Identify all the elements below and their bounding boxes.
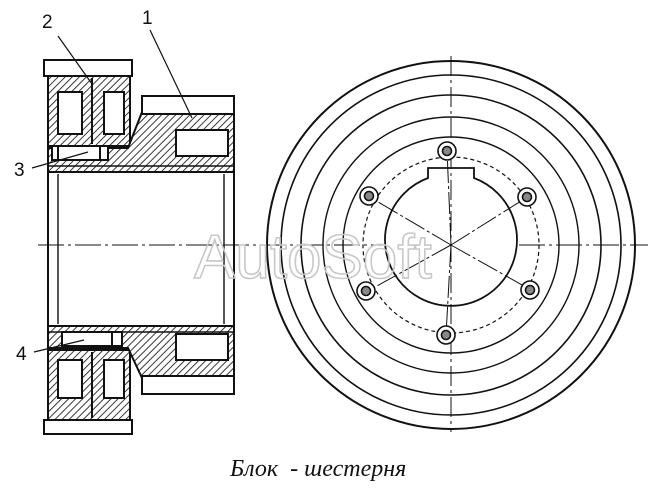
bolt-holes <box>356 141 540 345</box>
callout-label-1: 1 <box>142 8 153 29</box>
bolt-upper-left <box>359 186 379 206</box>
watermark: AutoSoft <box>194 223 432 292</box>
small-gear-bottom <box>43 349 133 435</box>
bolt-lower-right <box>520 280 540 300</box>
leader-lines <box>31 29 193 353</box>
small-gear-top <box>43 59 133 147</box>
callout-label-2: 2 <box>42 12 53 33</box>
bolt-top <box>437 141 457 161</box>
bolt-upper-right <box>517 187 537 207</box>
end-view <box>266 56 636 432</box>
figure-caption: Блок - шестерня <box>229 456 406 482</box>
section-view <box>43 59 235 435</box>
pin-upper <box>51 145 109 161</box>
callout-label-3: 3 <box>14 160 25 181</box>
bolt-bottom <box>436 325 456 345</box>
pin-lower <box>61 331 123 347</box>
bolt-lower-left <box>356 281 376 301</box>
callout-label-4: 4 <box>16 344 27 365</box>
